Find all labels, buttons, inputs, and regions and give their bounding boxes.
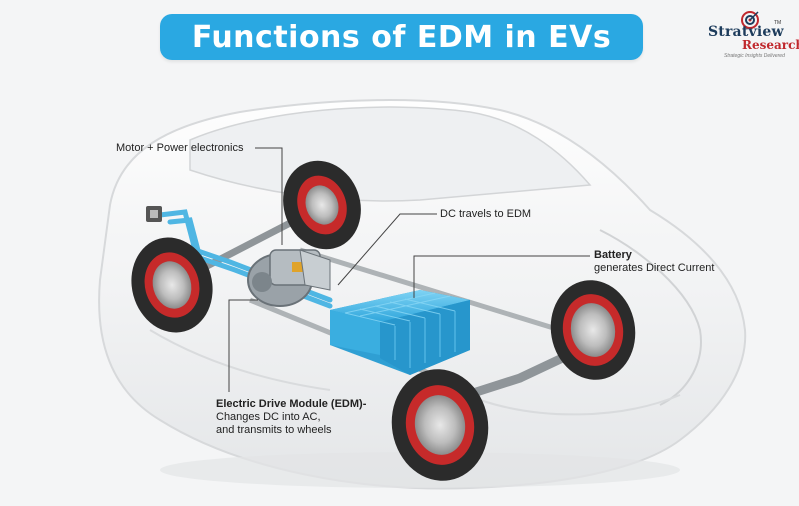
logo-target-icon: [741, 11, 759, 29]
page-title: Functions of EDM in EVs: [191, 19, 612, 55]
wheel-rear-left: [131, 237, 213, 333]
label-battery-desc: generates Direct Current: [594, 262, 715, 274]
logo-brand-line2: Research: [742, 38, 799, 52]
label-battery: Battery generates Direct Current: [594, 249, 714, 275]
logo-trademark: TM: [774, 20, 782, 26]
label-motor: Motor + Power electronics: [116, 142, 243, 155]
wheel-front-right: [550, 280, 636, 380]
stratview-logo: Stratview TM Research Strategic Insights…: [700, 10, 799, 62]
charging-port: [146, 206, 162, 222]
label-dc-travels: DC travels to EDM: [440, 208, 531, 221]
label-edm-title: Electric Drive Module (EDM)-: [216, 398, 367, 410]
label-edm: Electric Drive Module (EDM)- Changes DC …: [216, 398, 366, 437]
title-banner: Functions of EDM in EVs: [160, 14, 643, 60]
label-edm-line3: and transmits to wheels: [216, 424, 332, 436]
logo-brand-line1: Stratview: [708, 24, 784, 40]
label-motor-text: Motor + Power electronics: [116, 142, 244, 154]
battery-pack: [330, 290, 470, 375]
label-dc-travels-text: DC travels to EDM: [440, 208, 532, 220]
logo-tagline: Strategic Insights Delivered: [724, 53, 785, 59]
wheel-rear-right: [283, 160, 361, 250]
wheel-front-left: [391, 369, 489, 481]
label-battery-title: Battery: [594, 249, 632, 261]
edm-motor-unit: [247, 249, 331, 307]
leader-lines: [228, 147, 590, 392]
label-edm-line2: Changes DC into AC,: [216, 411, 321, 423]
